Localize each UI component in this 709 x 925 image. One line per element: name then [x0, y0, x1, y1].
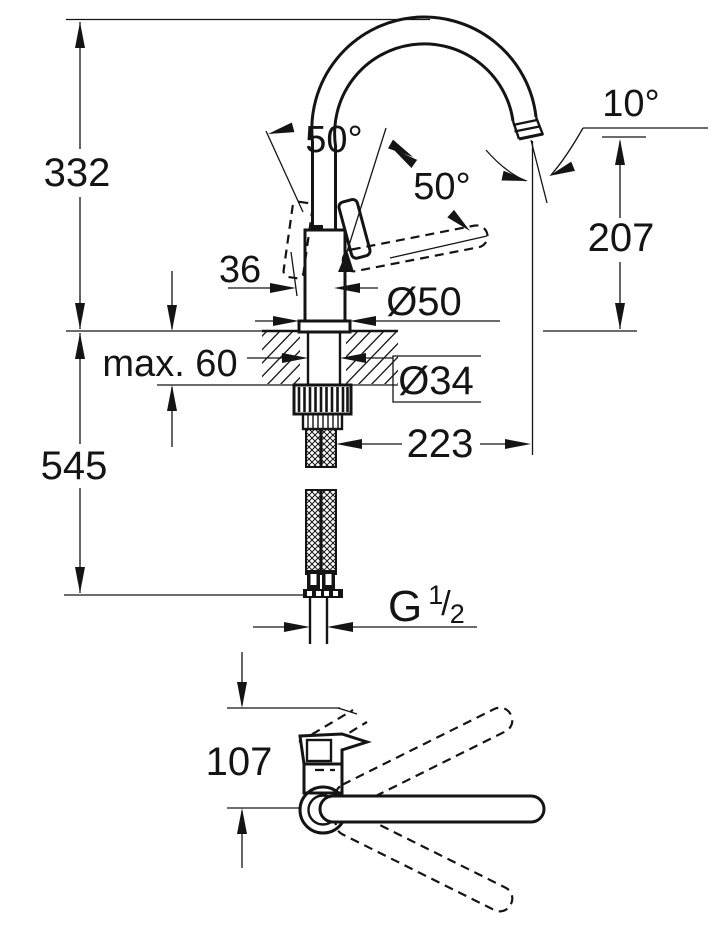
plan-view: 107: [206, 652, 546, 913]
dimension-36: 36: [219, 249, 378, 297]
dim-207-label: 207: [588, 216, 655, 260]
faucet-body: [303, 228, 347, 324]
dim-223-label: 223: [407, 422, 474, 466]
mounting-nut: [292, 383, 353, 431]
dimension-d50: Ø50: [255, 280, 500, 326]
dimension-207: 207: [588, 136, 655, 329]
dimension-10deg: 10°: [485, 83, 708, 455]
dim-max60-label: max. 60: [102, 343, 237, 385]
dimension-223: 223: [336, 422, 531, 466]
dim-d50-label: Ø50: [386, 280, 462, 324]
spout-gooseneck: [310, 15, 545, 230]
dimension-107: 107: [206, 652, 340, 868]
dimension-332: 332: [44, 22, 111, 329]
plan-spout-solid: [318, 794, 546, 824]
dimension-d34: Ø34: [247, 353, 481, 403]
spout-outlet: [511, 116, 545, 141]
dimension-545: 545: [41, 333, 108, 593]
dimension-50deg-open: 50°: [265, 119, 416, 259]
base-flange: [297, 319, 352, 334]
dim-36-label: 36: [219, 249, 261, 291]
lever-pivot: [311, 225, 323, 231]
dim-50deg-down-label: 50°: [413, 166, 470, 208]
handle-open-dashed: [282, 200, 314, 280]
dimension-max60: max. 60: [102, 271, 238, 447]
dimension-50deg-down: 50°: [389, 144, 488, 259]
dim-50deg-open-label: 50°: [305, 119, 362, 161]
handle-down-dashed: [341, 224, 489, 273]
dimensions: 332 545 max. 60 36: [41, 18, 708, 632]
supply-hoses: [303, 428, 343, 644]
hose-fittings: [303, 570, 343, 598]
dim-545-label: 545: [41, 444, 108, 488]
plan-handle-open-dashed: [298, 709, 354, 743]
dim-332-label: 332: [44, 151, 111, 195]
dim-10deg-label: 10°: [602, 83, 659, 125]
plan-handle-body: [298, 732, 372, 795]
mounting-shank: [306, 332, 342, 385]
dim-d34-label: Ø34: [398, 359, 474, 403]
dim-107-label: 107: [206, 740, 273, 784]
